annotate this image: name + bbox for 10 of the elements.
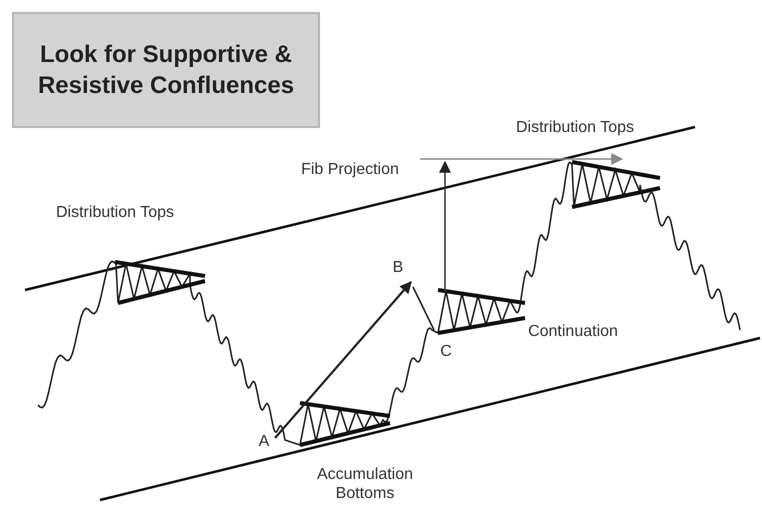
projection-label: Fib Projection [300,160,400,179]
title-box: Look for Supportive & Resistive Confluences [12,12,320,128]
point-label: A [255,432,273,452]
pattern-label: Distribution Tops [55,203,175,222]
point-label: B [389,258,407,278]
pattern-label: Distribution Tops [515,118,635,137]
pattern-label: Accumulation Bottoms [316,465,414,503]
point-label: C [439,342,453,361]
arrow [274,281,412,439]
pattern-label: Continuation [527,322,619,341]
